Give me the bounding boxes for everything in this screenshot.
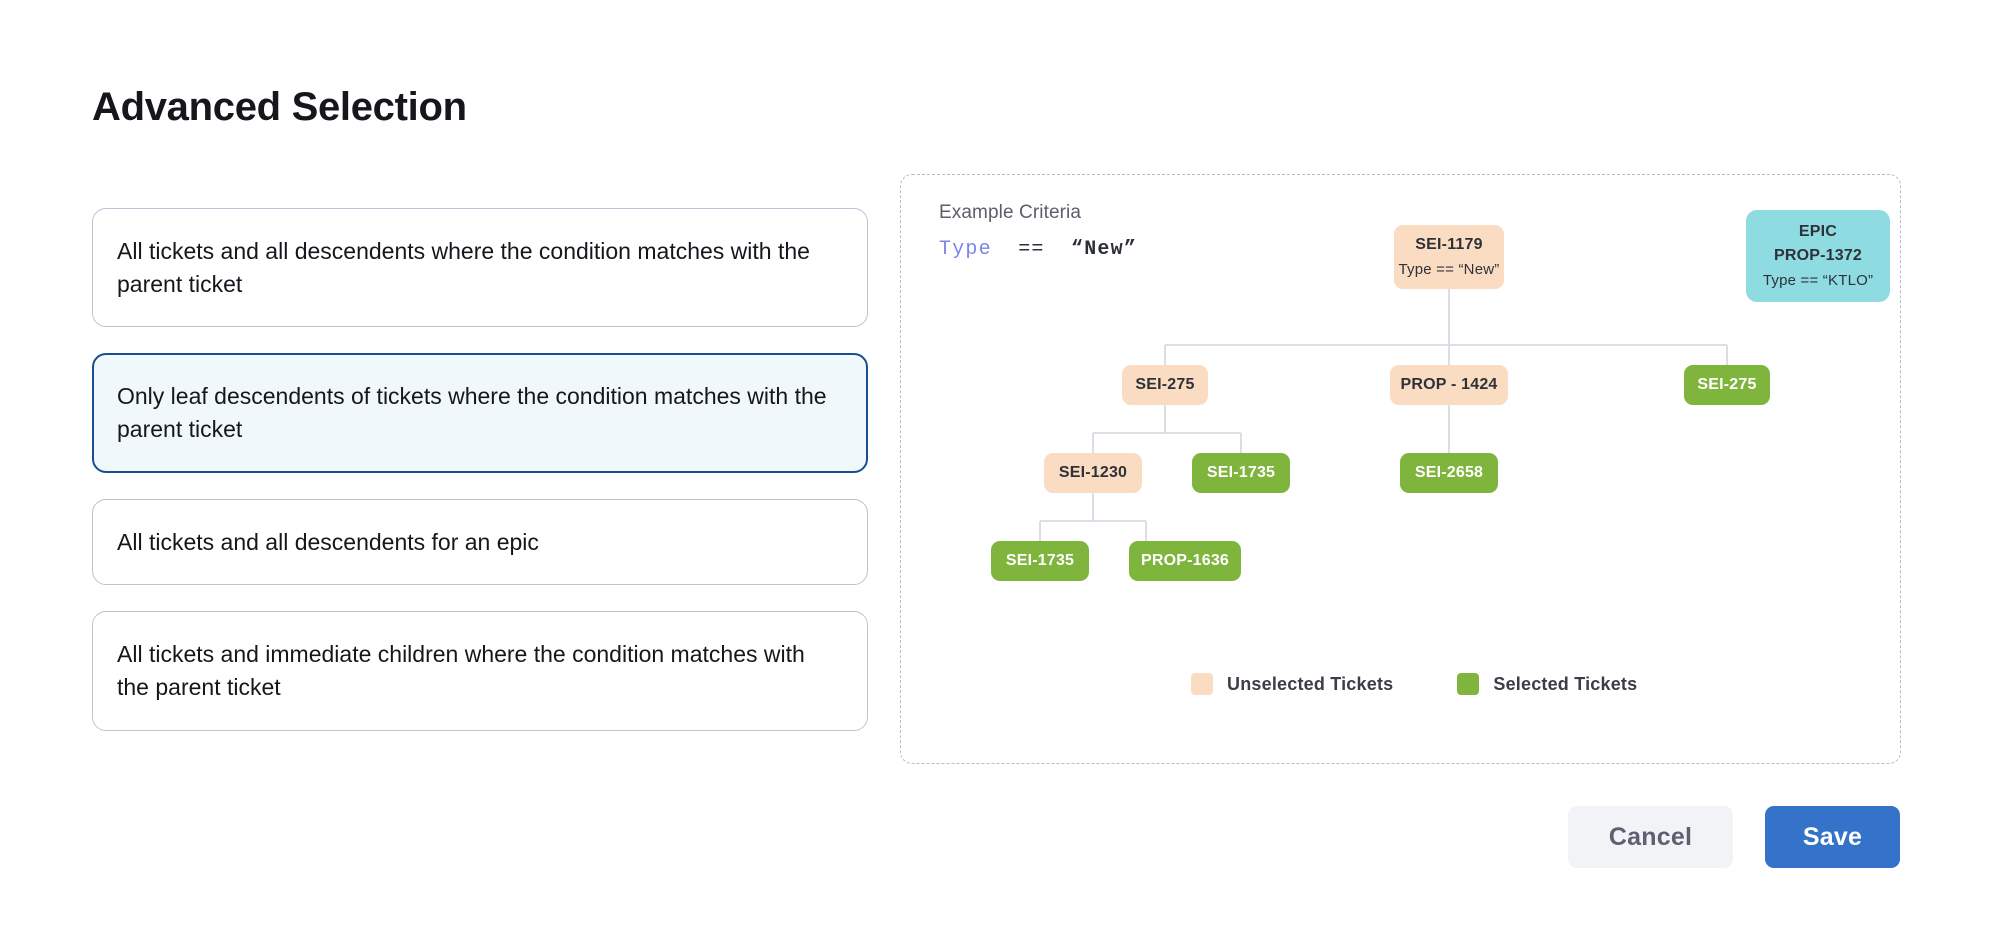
legend-label: Unselected Tickets: [1227, 673, 1394, 694]
criteria-field: Type: [939, 238, 992, 261]
tree-node-id: SEI-1230: [1058, 463, 1128, 481]
save-button[interactable]: Save: [1765, 806, 1900, 868]
tree-node-kind: EPIC: [1798, 222, 1838, 240]
tree-connectors: [1039, 289, 1728, 541]
tree-node-id: SEI-1735: [1206, 463, 1276, 481]
tree-node-sei-1179[interactable]: SEI-1179 Type == “New”: [1394, 225, 1504, 289]
tree-node-prop-1424[interactable]: PROP - 1424: [1390, 365, 1508, 405]
example-diagram-panel: Example Criteria Type == “New”: [900, 174, 1901, 764]
tree-node-id: SEI-275: [1697, 375, 1757, 393]
legend-swatch-unselected-icon: [1191, 673, 1213, 695]
cancel-button[interactable]: Cancel: [1568, 806, 1733, 868]
option-all-descendents-epic[interactable]: All tickets and all descendents for an e…: [92, 498, 868, 586]
legend-swatch-selected-icon: [1457, 673, 1480, 695]
option-all-descendents-condition[interactable]: All tickets and all descendents where th…: [92, 208, 868, 328]
option-label: All tickets and all descendents for an e…: [117, 528, 539, 555]
legend-item-unselected: Unselected Tickets: [1191, 673, 1393, 695]
criteria-label: Example Criteria: [939, 202, 1082, 223]
legend-item-selected: Selected Tickets: [1457, 673, 1637, 695]
option-label: All tickets and all descendents where th…: [117, 238, 810, 297]
tree-node-id: SEI-275: [1135, 375, 1195, 393]
legend-label: Selected Tickets: [1493, 673, 1638, 694]
dialog-footer: Cancel Save: [1568, 806, 1900, 868]
tree-node-sei-275-a[interactable]: SEI-275: [1122, 365, 1208, 405]
ticket-hierarchy-tree: SEI-1179 Type == “New” EPIC PROP-1372 Ty…: [901, 175, 1902, 765]
tree-node-condition: Type == “New”: [1398, 260, 1500, 278]
tree-node-id: SEI-1735: [1005, 551, 1075, 569]
tree-node-condition: Type == “KTLO”: [1762, 272, 1874, 290]
tree-node-sei-2658[interactable]: SEI-2658: [1400, 453, 1498, 493]
tree-node-id: PROP-1372: [1773, 247, 1863, 265]
tree-node-prop-1636[interactable]: PROP-1636: [1129, 541, 1241, 581]
tree-node-sei-1735-b[interactable]: SEI-1735: [991, 541, 1089, 581]
page-title: Advanced Selection: [92, 84, 467, 129]
option-leaf-descendents-condition[interactable]: Only leaf descendents of tickets where t…: [92, 353, 868, 473]
tree-node-sei-275-b[interactable]: SEI-275: [1684, 365, 1770, 405]
selection-options-list: All tickets and all descendents where th…: [92, 208, 868, 757]
diagram-legend: Unselected Tickets Selected Tickets: [1191, 673, 1637, 695]
criteria-value: “New”: [1071, 238, 1138, 261]
tree-node-id: PROP - 1424: [1400, 375, 1498, 393]
option-immediate-children-condition[interactable]: All tickets and immediate children where…: [92, 611, 868, 731]
option-label: All tickets and immediate children where…: [117, 641, 805, 700]
tree-node-id: SEI-2658: [1414, 463, 1484, 481]
tree-node-id: SEI-1179: [1415, 235, 1483, 253]
tree-node-id: PROP-1636: [1140, 551, 1230, 569]
criteria-expression: Type == “New”: [939, 238, 1137, 261]
tree-node-epic-prop-1372[interactable]: EPIC PROP-1372 Type == “KTLO”: [1746, 210, 1890, 302]
option-label: Only leaf descendents of tickets where t…: [117, 383, 827, 442]
tree-node-sei-1735-a[interactable]: SEI-1735: [1192, 453, 1290, 493]
tree-node-sei-1230[interactable]: SEI-1230: [1044, 453, 1142, 493]
criteria-operator: ==: [1018, 238, 1045, 261]
